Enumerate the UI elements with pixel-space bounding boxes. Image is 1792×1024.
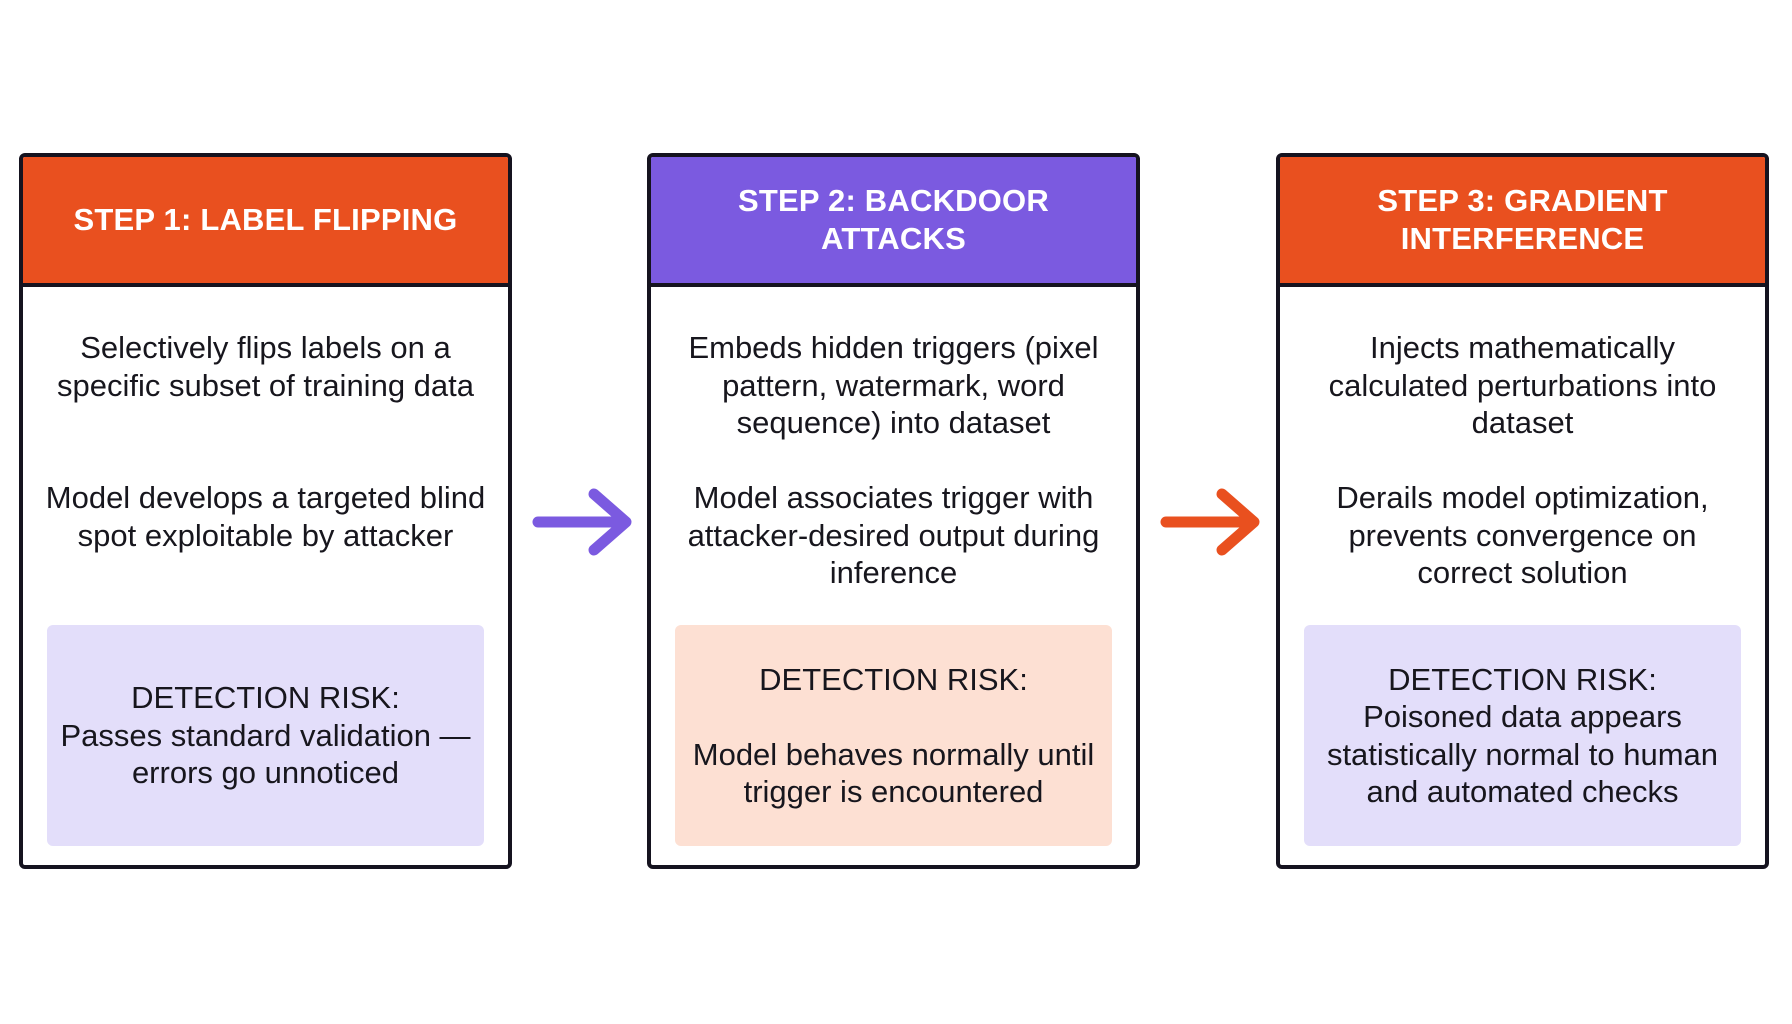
step-2-risk-text: Model behaves normally until trigger is …: [692, 736, 1095, 810]
arrow-right-icon: [1160, 488, 1260, 556]
step-3-header: STEP 3: GRADIENT INTERFERENCE: [1280, 157, 1765, 287]
step-3-title: STEP 3: GRADIENT INTERFERENCE: [1377, 183, 1668, 256]
step-2-risk-label: DETECTION RISK:: [759, 661, 1028, 697]
step-1-detection-risk: DETECTION RISK: Passes standard validati…: [47, 625, 484, 846]
step-3-risk-text: Poisoned data appears statistically norm…: [1326, 699, 1719, 809]
step-1-description: Selectively flips labels on a specific s…: [56, 330, 475, 403]
step-1-risk-text: Passes standard validation — errors go u…: [60, 717, 471, 791]
step-1-risk-label: DETECTION RISK:: [131, 680, 400, 716]
step-card-3: STEP 3: GRADIENT INTERFERENCE Injects ma…: [1276, 153, 1769, 869]
step-3-detection-risk: DETECTION RISK: Poisoned data appears st…: [1304, 625, 1741, 846]
arrow-right-icon: [532, 488, 632, 556]
step-2-effect: Model associates trigger with attacker-d…: [687, 480, 1100, 590]
step-2-description: Embeds hidden triggers (pixel pattern, w…: [688, 330, 1099, 440]
step-2-detection-risk: DETECTION RISK: Model behaves normally u…: [675, 625, 1112, 846]
step-1-title: STEP 1: LABEL FLIPPING: [73, 202, 458, 237]
step-3-risk-label: DETECTION RISK:: [1388, 661, 1657, 697]
step-2-header: STEP 2: BACKDOOR ATTACKS: [651, 157, 1136, 287]
step-2-title: STEP 2: BACKDOOR ATTACKS: [738, 183, 1049, 256]
step-3-effect: Derails model optimization, prevents con…: [1336, 480, 1709, 590]
step-card-2: STEP 2: BACKDOOR ATTACKS Embeds hidden t…: [647, 153, 1140, 869]
step-card-1: STEP 1: LABEL FLIPPING Selectively flips…: [19, 153, 512, 869]
step-1-effect: Model develops a targeted blind spot exp…: [45, 480, 486, 553]
step-3-description: Injects mathematically calculated pertur…: [1328, 330, 1717, 440]
step-1-header: STEP 1: LABEL FLIPPING: [23, 157, 508, 287]
